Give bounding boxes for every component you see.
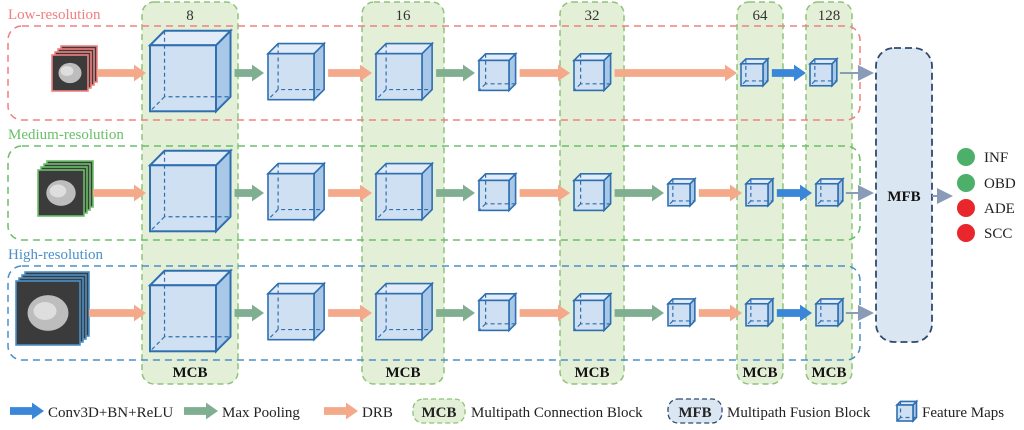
legend-drb-arrow — [324, 402, 358, 420]
arrow-high-7 — [776, 304, 812, 322]
feature-map-low-2 — [266, 41, 327, 102]
outputs: INF OBD ADE SCC — [957, 148, 1016, 242]
arrow-medium-3 — [436, 184, 475, 202]
arrow-medium-7 — [776, 184, 812, 202]
legend-mfb-badge-label: MFB — [678, 405, 711, 421]
output-label-inf: INF — [984, 150, 1008, 166]
arrow-medium-6 — [698, 184, 742, 202]
output-label-obd: OBD — [984, 176, 1016, 192]
legend-fmap-label: Feature Maps — [922, 405, 1004, 421]
feature-map-high-3 — [374, 281, 435, 342]
mcb-label-64: MCB — [743, 365, 778, 381]
output-dot-scc — [957, 224, 975, 242]
feature-map-low-6 — [739, 56, 770, 88]
mcb-channels-64: 64 — [753, 8, 769, 24]
legend-conv-arrow — [10, 402, 44, 420]
arrow-input-medium — [93, 184, 146, 202]
feature-map-high-4 — [477, 291, 518, 333]
row-label-low: Low-resolution — [8, 7, 101, 23]
arrow-low-1 — [234, 64, 264, 82]
mcb-channels-8: 8 — [186, 8, 194, 24]
feature-map-medium-4 — [477, 171, 518, 213]
legend-mcb-badge-label: MCB — [422, 405, 457, 421]
feature-map-low-1 — [147, 28, 233, 114]
feature-map-high-2 — [266, 281, 327, 342]
arrow-low-3 — [436, 64, 475, 82]
arrow-high-6 — [698, 304, 742, 322]
row-label-medium: Medium-resolution — [8, 127, 124, 143]
feature-map-medium-1 — [147, 148, 233, 234]
output-dot-inf — [957, 148, 975, 166]
arrow-high-4 — [519, 304, 570, 322]
input-image-medium — [37, 160, 94, 217]
legend-mfb-label: Multipath Fusion Block — [727, 405, 871, 421]
feature-map-low-3 — [374, 41, 435, 102]
feature-map-high-1 — [147, 268, 233, 354]
feature-map-high-8 — [814, 296, 845, 328]
legend: Conv3D+BN+ReLU Max Pooling DRB MCB Multi… — [10, 398, 1004, 424]
arrow-high-1 — [234, 304, 264, 322]
arrow-low-2 — [328, 64, 372, 82]
feature-map-high-5 — [572, 291, 613, 333]
input-image-high — [15, 271, 90, 346]
mcb-channels-128: 128 — [818, 8, 841, 24]
feature-map-low-7 — [808, 56, 839, 88]
arrow-input-low — [97, 64, 146, 82]
arrow-input-high — [89, 304, 146, 322]
legend-drb-label: DRB — [362, 405, 393, 421]
mcb-label-16: MCB — [386, 365, 421, 381]
legend-conv-label: Conv3D+BN+ReLU — [48, 405, 173, 421]
arrow-medium-1 — [234, 184, 264, 202]
feature-map-medium-3 — [374, 161, 435, 222]
arrow-medium-5 — [614, 184, 664, 202]
legend-maxpool-label: Max Pooling — [222, 405, 300, 421]
arrow-low-4 — [519, 64, 570, 82]
feature-map-high-6 — [666, 296, 697, 328]
output-label-ade: ADE — [984, 201, 1015, 217]
flow-arrows — [89, 64, 874, 322]
feature-map-high-7 — [744, 296, 775, 328]
arrow-high-5 — [614, 304, 664, 322]
legend-fmap-icon — [895, 399, 919, 423]
legend-mcb-badge — [412, 398, 466, 424]
mcb-label-32: MCB — [575, 365, 610, 381]
feature-map-low-5 — [572, 51, 613, 93]
legend-maxpool-arrow — [184, 402, 218, 420]
row-label-high: High-resolution — [8, 247, 103, 263]
arrow-high-3 — [436, 304, 475, 322]
feature-map-medium-6 — [666, 176, 697, 208]
feature-map-medium-2 — [266, 161, 327, 222]
output-dot-obd — [957, 174, 975, 192]
mcb-label-8: MCB — [173, 365, 208, 381]
arrow-high-2 — [328, 304, 372, 322]
legend-mcb-label: Multipath Connection Block — [471, 405, 643, 421]
mcb-channels-16: 16 — [396, 8, 412, 24]
feature-map-medium-8 — [814, 176, 845, 208]
feature-map-medium-5 — [572, 171, 613, 213]
output-label-scc: SCC — [984, 226, 1012, 242]
arrow-low-5 — [614, 64, 737, 82]
arrow-medium-4 — [519, 184, 570, 202]
arrow-low-6 — [771, 64, 806, 82]
input-image-low — [51, 45, 98, 92]
arrow-medium-2 — [328, 184, 372, 202]
mfb-label: MFB — [887, 189, 920, 205]
feature-maps — [147, 28, 845, 354]
output-dot-ade — [957, 199, 975, 217]
input-images — [15, 45, 98, 346]
feature-map-medium-7 — [744, 176, 775, 208]
mcb-label-128: MCB — [812, 365, 847, 381]
legend-mfb-badge — [667, 398, 723, 424]
mcb-channels-32: 32 — [585, 8, 600, 24]
feature-map-low-4 — [477, 51, 518, 93]
